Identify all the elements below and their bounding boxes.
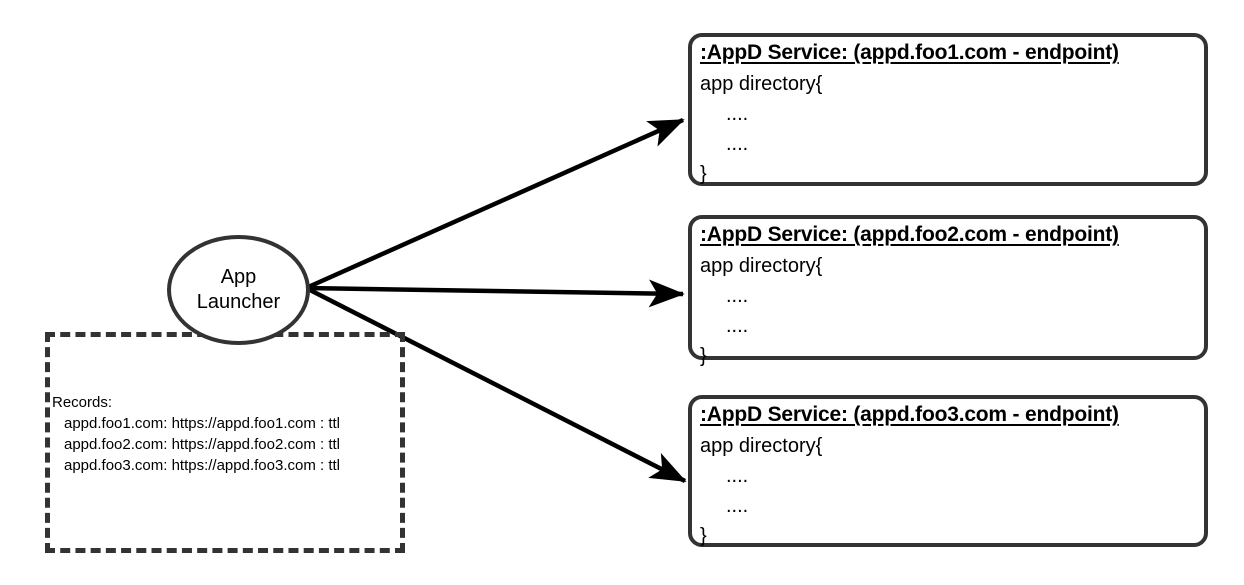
record-entry-3: appd.foo3.com: https://appd.foo3.com : t… (64, 457, 340, 474)
app-launcher-label-line-2: Launcher (196, 291, 281, 313)
app-launcher-label-line-1: App (220, 266, 257, 288)
service-title-2: :AppD Service: (appd.foo2.com - endpoint… (700, 223, 1119, 246)
service-node-2[interactable]: :AppD Service: (appd.foo2.com - endpoint… (688, 215, 1208, 367)
service-body-line: } (700, 345, 707, 367)
service-body-line: .... (726, 285, 749, 307)
service-body-line: .... (726, 103, 749, 125)
service-body-3: app directory{ .... .... } (700, 431, 1196, 551)
service-body-line: } (700, 163, 707, 185)
service-body-2: app directory{ .... .... } (700, 251, 1196, 371)
service-body-line: app directory{ (700, 435, 823, 457)
service-body-1: app directory{ .... .... } (700, 69, 1196, 189)
service-body-line: } (700, 525, 707, 547)
service-title-1: :AppD Service: (appd.foo1.com - endpoint… (700, 41, 1119, 64)
connector-launcher-to-service-1 (305, 117, 685, 291)
service-node-3[interactable]: :AppD Service: (appd.foo3.com - endpoint… (688, 395, 1208, 547)
service-body-line: app directory{ (700, 73, 823, 95)
service-node-1[interactable]: :AppD Service: (appd.foo1.com - endpoint… (688, 33, 1208, 186)
records-content: Records: appd.foo1.com: https://appd.foo… (52, 393, 340, 476)
connector-launcher-to-service-2 (305, 279, 685, 308)
record-entry-2: appd.foo2.com: https://appd.foo2.com : t… (64, 436, 340, 453)
app-launcher-node[interactable]: App Launcher (167, 235, 310, 345)
service-body-line: .... (726, 315, 749, 337)
service-body-line: .... (726, 465, 749, 487)
records-title: Records: (52, 394, 113, 411)
record-entry-1: appd.foo1.com: https://appd.foo1.com : t… (64, 415, 340, 432)
service-body-line: .... (726, 495, 749, 517)
service-title-3: :AppD Service: (appd.foo3.com - endpoint… (700, 403, 1119, 426)
service-body-line: app directory{ (700, 255, 823, 277)
service-body-line: .... (726, 133, 749, 155)
